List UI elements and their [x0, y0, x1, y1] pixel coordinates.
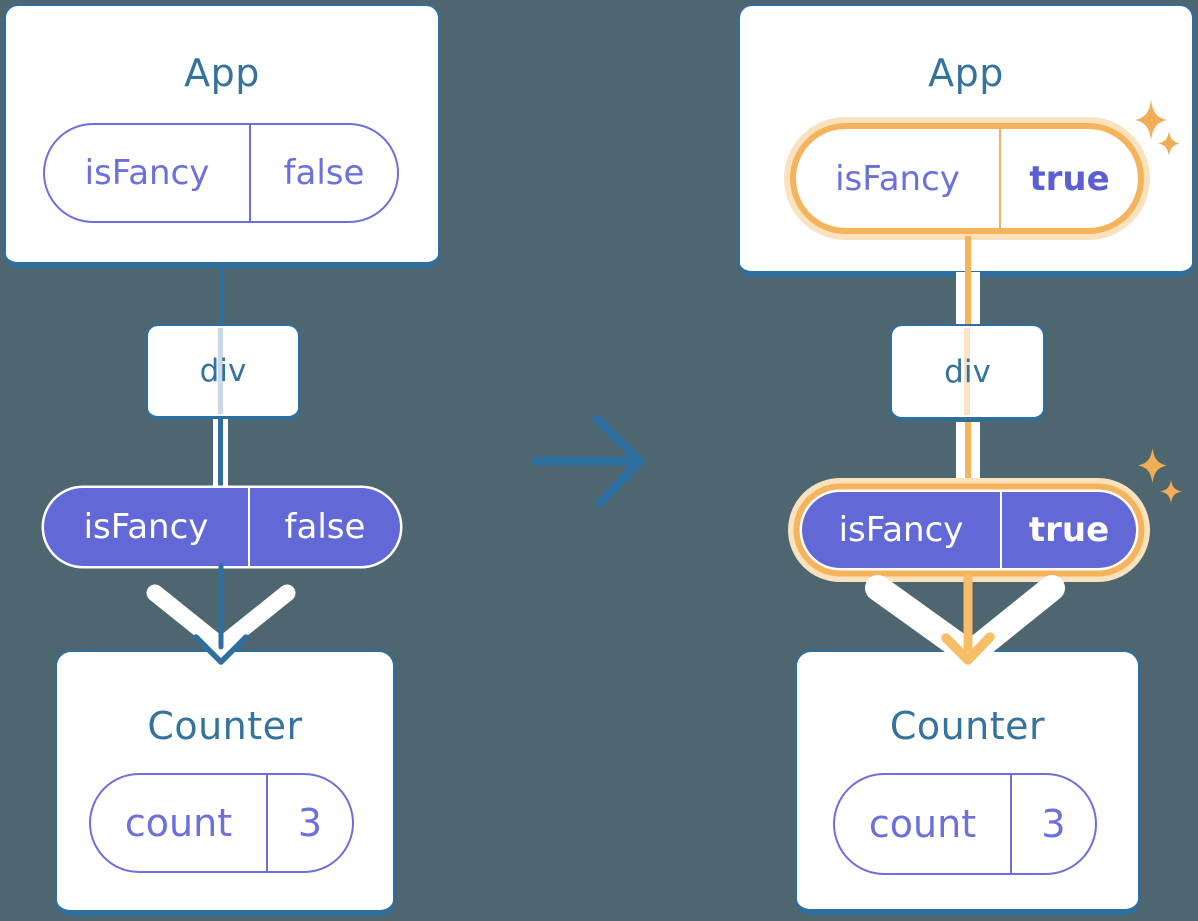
prop-line-highlighted — [965, 272, 971, 324]
sparkle-icon — [1160, 480, 1182, 503]
channel-wall — [971, 422, 980, 484]
channel-wall — [971, 272, 980, 324]
sparkle-icon — [1158, 131, 1180, 156]
channel-wall — [956, 272, 965, 324]
prop-line-highlighted — [965, 422, 971, 484]
app-card-before: App isFancy false — [4, 4, 440, 268]
arrow-down-icon — [146, 563, 296, 665]
prop-line-faint — [964, 328, 970, 415]
state-pill-isfancy-highlighted: isFancy true — [790, 123, 1144, 234]
state-value: 3 — [266, 775, 352, 871]
state-pill-count: count 3 — [89, 773, 354, 873]
prop-line-highlighted — [965, 236, 971, 276]
state-value: true — [999, 129, 1138, 228]
state-key: isFancy — [835, 158, 960, 199]
div-box-after: div — [890, 324, 1045, 421]
div-label: div — [199, 353, 247, 389]
state-value: false — [249, 125, 397, 221]
state-key: isFancy — [84, 153, 210, 193]
prop-channel — [213, 419, 228, 489]
component-title: App — [184, 51, 260, 95]
app-card-after: App isFancy true — [738, 4, 1194, 277]
state-pill-isfancy: isFancy false — [43, 123, 399, 223]
prop-channel-highlighted — [956, 272, 980, 324]
sparkle-icon — [1138, 448, 1167, 483]
sparkle-icon — [1135, 100, 1167, 140]
prop-key: isFancy — [838, 510, 964, 550]
prop-key: isFancy — [83, 507, 209, 547]
prop-value: true — [1000, 492, 1136, 568]
prop-pill-isfancy: isFancy false — [44, 488, 400, 566]
channel-wall — [223, 419, 228, 489]
component-title: App — [928, 51, 1004, 95]
div-box-before: div — [146, 324, 300, 420]
component-title: Counter — [147, 704, 303, 748]
prop-value: false — [248, 488, 400, 566]
counter-card-after: Counter count 3 — [795, 650, 1140, 915]
state-key: count — [124, 801, 233, 845]
div-label: div — [944, 353, 991, 390]
prop-line — [218, 419, 223, 489]
state-key: count — [868, 802, 977, 846]
state-value: 3 — [1010, 775, 1095, 873]
prop-pill-isfancy-highlighted: isFancy true — [802, 492, 1136, 568]
channel-wall — [956, 422, 965, 484]
prop-line-faint — [218, 328, 223, 414]
counter-card-before: Counter count 3 — [55, 650, 395, 916]
component-title: Counter — [889, 704, 1046, 748]
state-pill-count: count 3 — [833, 773, 1097, 875]
channel-wall — [213, 419, 218, 489]
arrow-right-icon — [531, 414, 645, 508]
prop-channel-highlighted — [956, 422, 980, 484]
arrow-down-icon — [865, 573, 1065, 667]
edge-app-div — [219, 264, 224, 326]
